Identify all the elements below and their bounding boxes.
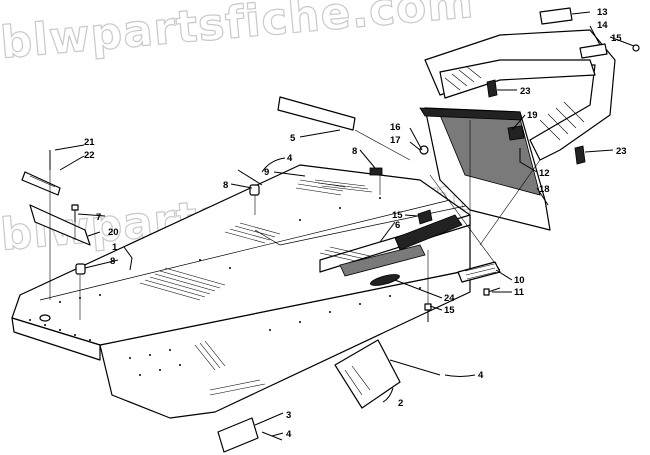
callout-18: 18 bbox=[539, 184, 550, 195]
callout-8a: 8 bbox=[223, 180, 228, 191]
callout-8c: 8 bbox=[352, 146, 357, 157]
callout-12: 12 bbox=[539, 168, 550, 179]
callout-7: 7 bbox=[96, 212, 101, 223]
tunnel-part bbox=[11, 164, 471, 419]
callout-4c: 4 bbox=[286, 429, 292, 440]
strip-part-5 bbox=[277, 96, 356, 131]
assembly-lines bbox=[49, 120, 541, 320]
callout-13: 13 bbox=[597, 7, 608, 18]
leader-lines bbox=[54, 11, 635, 437]
deck-hatching bbox=[139, 179, 373, 301]
hardware bbox=[49, 44, 640, 441]
callout-15a: 15 bbox=[611, 33, 622, 44]
callout-4b: 4 bbox=[478, 370, 484, 381]
callout-17: 17 bbox=[390, 135, 401, 146]
center-strip-hatch bbox=[295, 179, 346, 196]
callout-19: 19 bbox=[527, 110, 538, 121]
callout-15c: 15 bbox=[444, 305, 455, 316]
callout-16: 16 bbox=[390, 122, 401, 133]
callout-8b: 8 bbox=[110, 256, 115, 267]
callout-20: 20 bbox=[108, 227, 119, 238]
callout-21: 21 bbox=[84, 137, 95, 148]
callout-2: 2 bbox=[398, 398, 403, 409]
callout-10: 10 bbox=[514, 275, 525, 286]
callout-1: 1 bbox=[112, 242, 118, 253]
callout-24: 24 bbox=[444, 293, 455, 304]
callout-22: 22 bbox=[84, 150, 95, 161]
callout-labels: 1 2 3 4 4 4 5 6 7 8 8 8 9 10 11 12 13 14… bbox=[84, 7, 627, 440]
callout-5: 5 bbox=[290, 133, 296, 144]
callout-3: 3 bbox=[286, 410, 291, 421]
callout-23a: 23 bbox=[520, 86, 531, 97]
bracket-part-22 bbox=[21, 171, 61, 196]
rivet-dots bbox=[29, 197, 421, 376]
rear-assembly bbox=[419, 7, 616, 231]
snow-flap-part-2 bbox=[334, 339, 401, 409]
watermark-text-top: blwpartsfiche.com bbox=[0, 0, 476, 69]
callout-4a: 4 bbox=[287, 153, 293, 164]
plate-part-3 bbox=[217, 417, 259, 453]
callout-6: 6 bbox=[395, 220, 400, 231]
callout-9: 9 bbox=[264, 167, 269, 178]
callout-15b: 15 bbox=[392, 210, 403, 221]
callout-11: 11 bbox=[514, 287, 525, 298]
callout-14: 14 bbox=[597, 20, 608, 31]
callout-23b: 23 bbox=[616, 146, 627, 157]
